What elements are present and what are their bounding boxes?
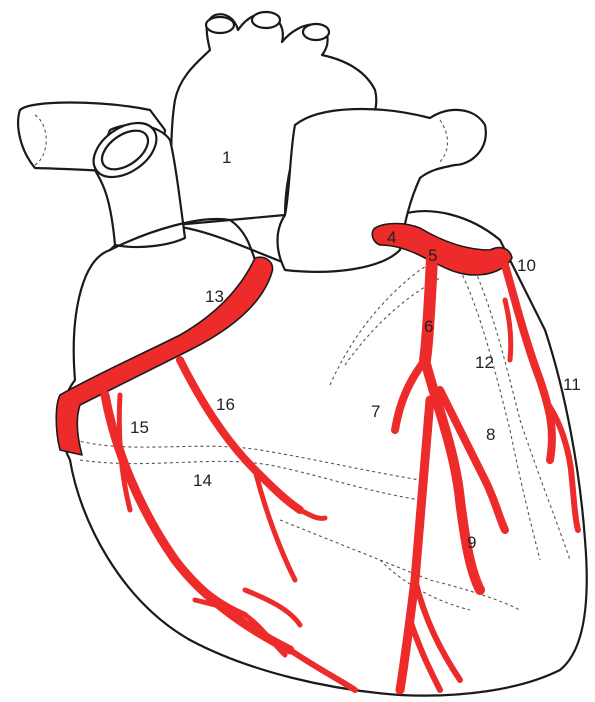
label-5: 5 <box>428 246 437 265</box>
label-7: 7 <box>371 402 380 421</box>
label-8: 8 <box>486 425 495 444</box>
aorta-branch-2 <box>252 12 280 28</box>
label-13: 13 <box>205 287 224 306</box>
label-11: 11 <box>563 375 581 394</box>
label-15: 15 <box>130 418 149 437</box>
label-16: 16 <box>216 395 235 414</box>
label-6: 6 <box>424 317 433 336</box>
label-9: 9 <box>467 533 476 552</box>
label-14: 14 <box>193 471 212 490</box>
label-4: 4 <box>387 228 396 247</box>
aorta-branch-1 <box>206 17 234 33</box>
label-12: 12 <box>475 353 494 372</box>
label-10: 10 <box>517 256 536 275</box>
aorta-branch-3 <box>303 24 329 40</box>
label-1: 1 <box>222 148 231 167</box>
